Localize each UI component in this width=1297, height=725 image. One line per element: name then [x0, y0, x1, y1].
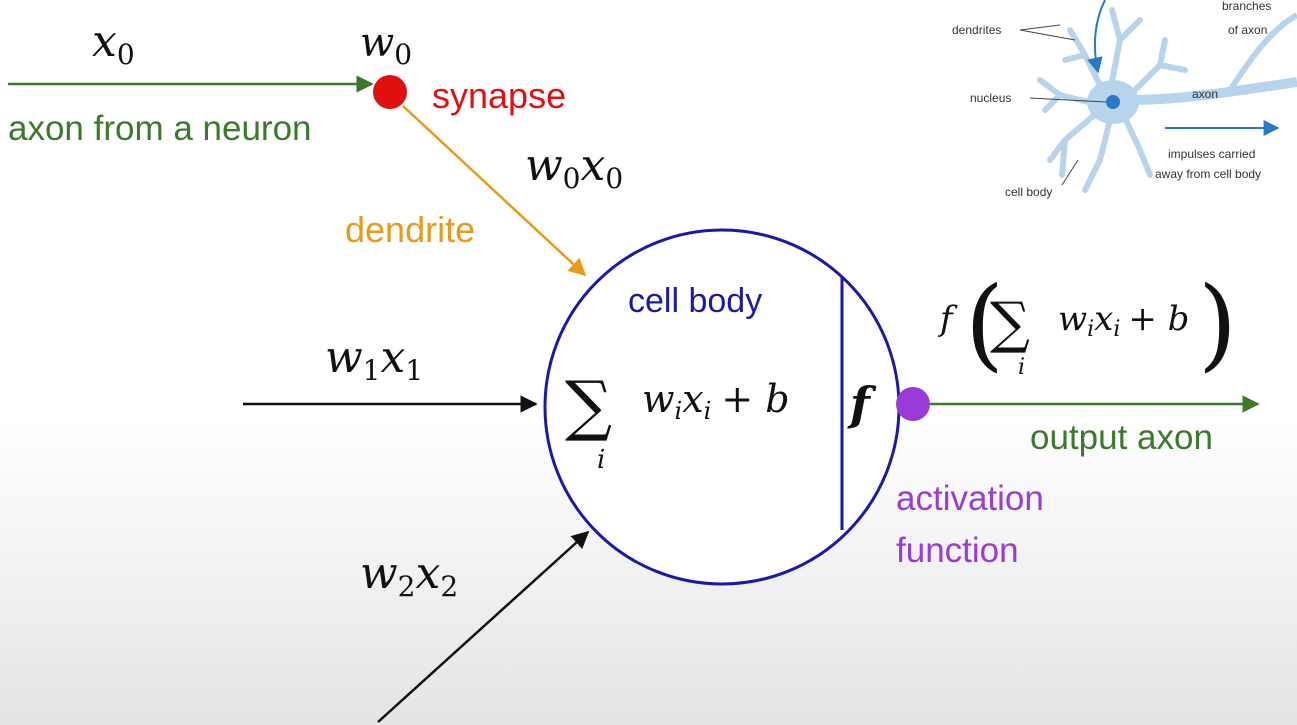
- inset-axon: [1129, 77, 1297, 105]
- output-weighted-sum: wixi+ b: [1058, 299, 1189, 342]
- weighted-input0-label: w0x0: [525, 140, 623, 195]
- weighted-input1-label: w1x1: [325, 332, 423, 387]
- synapse-dot: [373, 75, 407, 109]
- activation-function-label-line1: activation: [896, 479, 1044, 518]
- inset-dendrites-label: dendrites: [952, 23, 1001, 37]
- input0-x-symbol: x0: [92, 16, 135, 71]
- synapse-label: synapse: [432, 75, 566, 116]
- inset-branches-label-line2: of axon: [1228, 23, 1267, 37]
- inset-branches-label-line1: branches: [1222, 0, 1271, 13]
- input2-arrow: [377, 530, 590, 723]
- output-f: f: [937, 299, 958, 339]
- cell-sum-index: i: [597, 445, 605, 475]
- activation-dot: [896, 387, 930, 421]
- inset-impulses-label-line1: impulses carried: [1168, 147, 1255, 161]
- cell-weighted-sum: wixi+ b: [642, 377, 790, 425]
- inset-leader-lines: [1019, 24, 1107, 186]
- axon-from-neuron-label: axon from a neuron: [8, 109, 312, 148]
- inset-dendrite-branches: [1037, 7, 1188, 193]
- weighted-input2-label: w2x2: [360, 548, 458, 603]
- inset-impulses-label-line2: away from cell body: [1155, 167, 1261, 181]
- output-axon-label: output axon: [1030, 418, 1213, 457]
- output-close-paren: ): [1198, 265, 1237, 382]
- inset-axon-branch: [1227, 12, 1297, 92]
- input0-weight-symbol: w0: [360, 20, 412, 71]
- inset-dendrite-flow-arrow: [1087, 0, 1106, 74]
- inset-nucleus-label: nucleus: [970, 91, 1011, 105]
- inset-axon-label: axon: [1192, 87, 1218, 101]
- inset-nucleus-dot: [1106, 95, 1120, 109]
- output-sum-sigma: ∑: [990, 291, 1030, 356]
- activation-function-label-line2: function: [896, 531, 1019, 570]
- inset-cell-body-label: cell body: [1005, 185, 1052, 199]
- cell-body-label: cell body: [628, 282, 762, 320]
- dendrite-label: dendrite: [345, 209, 475, 250]
- biological-neuron-inset: dendrites branches of axon nucleus axon …: [952, 0, 1297, 199]
- dendrite-arrow: [402, 105, 587, 277]
- cell-sum-sigma: ∑: [565, 367, 612, 444]
- output-open-paren: (: [965, 265, 1004, 382]
- output-sum-index: i: [1018, 355, 1025, 380]
